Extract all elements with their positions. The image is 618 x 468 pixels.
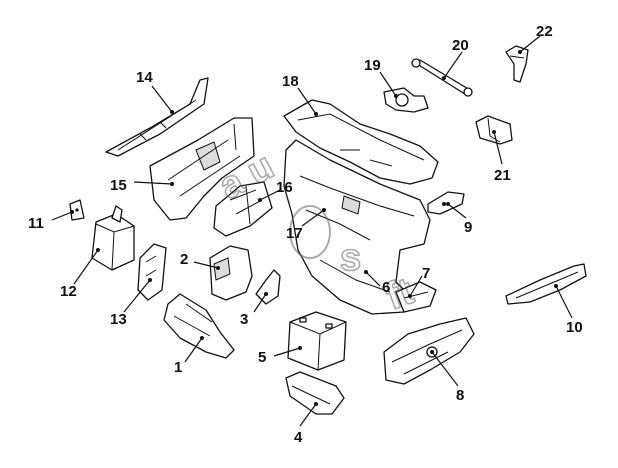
- callout-17: 17: [286, 225, 303, 242]
- callout-16: 16: [276, 179, 293, 196]
- part-14-upper-bracket: [105, 77, 209, 157]
- callout-12: 12: [60, 283, 77, 300]
- part-22-clip: [505, 45, 529, 83]
- leader-lines: [51, 35, 573, 427]
- callout-18: 18: [282, 73, 299, 90]
- part-19-motor: [383, 87, 429, 113]
- callout-10: 10: [566, 319, 583, 336]
- part-5-battery: [287, 311, 347, 371]
- callout-14: 14: [136, 69, 153, 86]
- callout-2: 2: [180, 251, 188, 268]
- callout-4: 4: [294, 429, 303, 446]
- part-3-small-bracket: [255, 269, 281, 305]
- callout-6: 6: [382, 279, 390, 296]
- part-15-inner-panel: [149, 117, 255, 221]
- part-13-narrow-panel: [137, 243, 167, 301]
- callout-21: 21: [494, 167, 511, 184]
- part-1-lower-bracket: [163, 293, 235, 359]
- part-8-lower-rail: [383, 317, 475, 385]
- part-4-battery-tray: [285, 371, 345, 415]
- callout-20: 20: [452, 37, 469, 54]
- svg-text:s: s: [340, 237, 361, 279]
- part-9-plate: [427, 191, 465, 215]
- part-11-tab: [69, 199, 85, 221]
- part-6-7-brackets: [395, 281, 437, 313]
- callout-9: 9: [464, 219, 472, 236]
- part-10-sill: [505, 263, 587, 305]
- callout-7: 7: [422, 265, 430, 282]
- callout-5: 5: [258, 349, 266, 366]
- part-16-bracket: [213, 181, 273, 237]
- callout-19: 19: [364, 57, 381, 74]
- part-20-rod: [411, 58, 473, 97]
- callout-11: 11: [28, 215, 44, 232]
- callout-labels: 1 2 3 4 5 6 7 8 9 10 11 12 13 14 15 16 1…: [28, 23, 583, 446]
- callout-22: 22: [536, 23, 553, 40]
- callout-1: 1: [174, 359, 182, 376]
- part-12-box: [91, 205, 135, 271]
- part-2-side-panel: [209, 245, 253, 301]
- part-18-bulkhead-top: [283, 99, 439, 185]
- callout-8: 8: [456, 387, 464, 404]
- callout-15: 15: [110, 177, 127, 194]
- callout-3: 3: [240, 311, 248, 328]
- callout-13: 13: [110, 311, 127, 328]
